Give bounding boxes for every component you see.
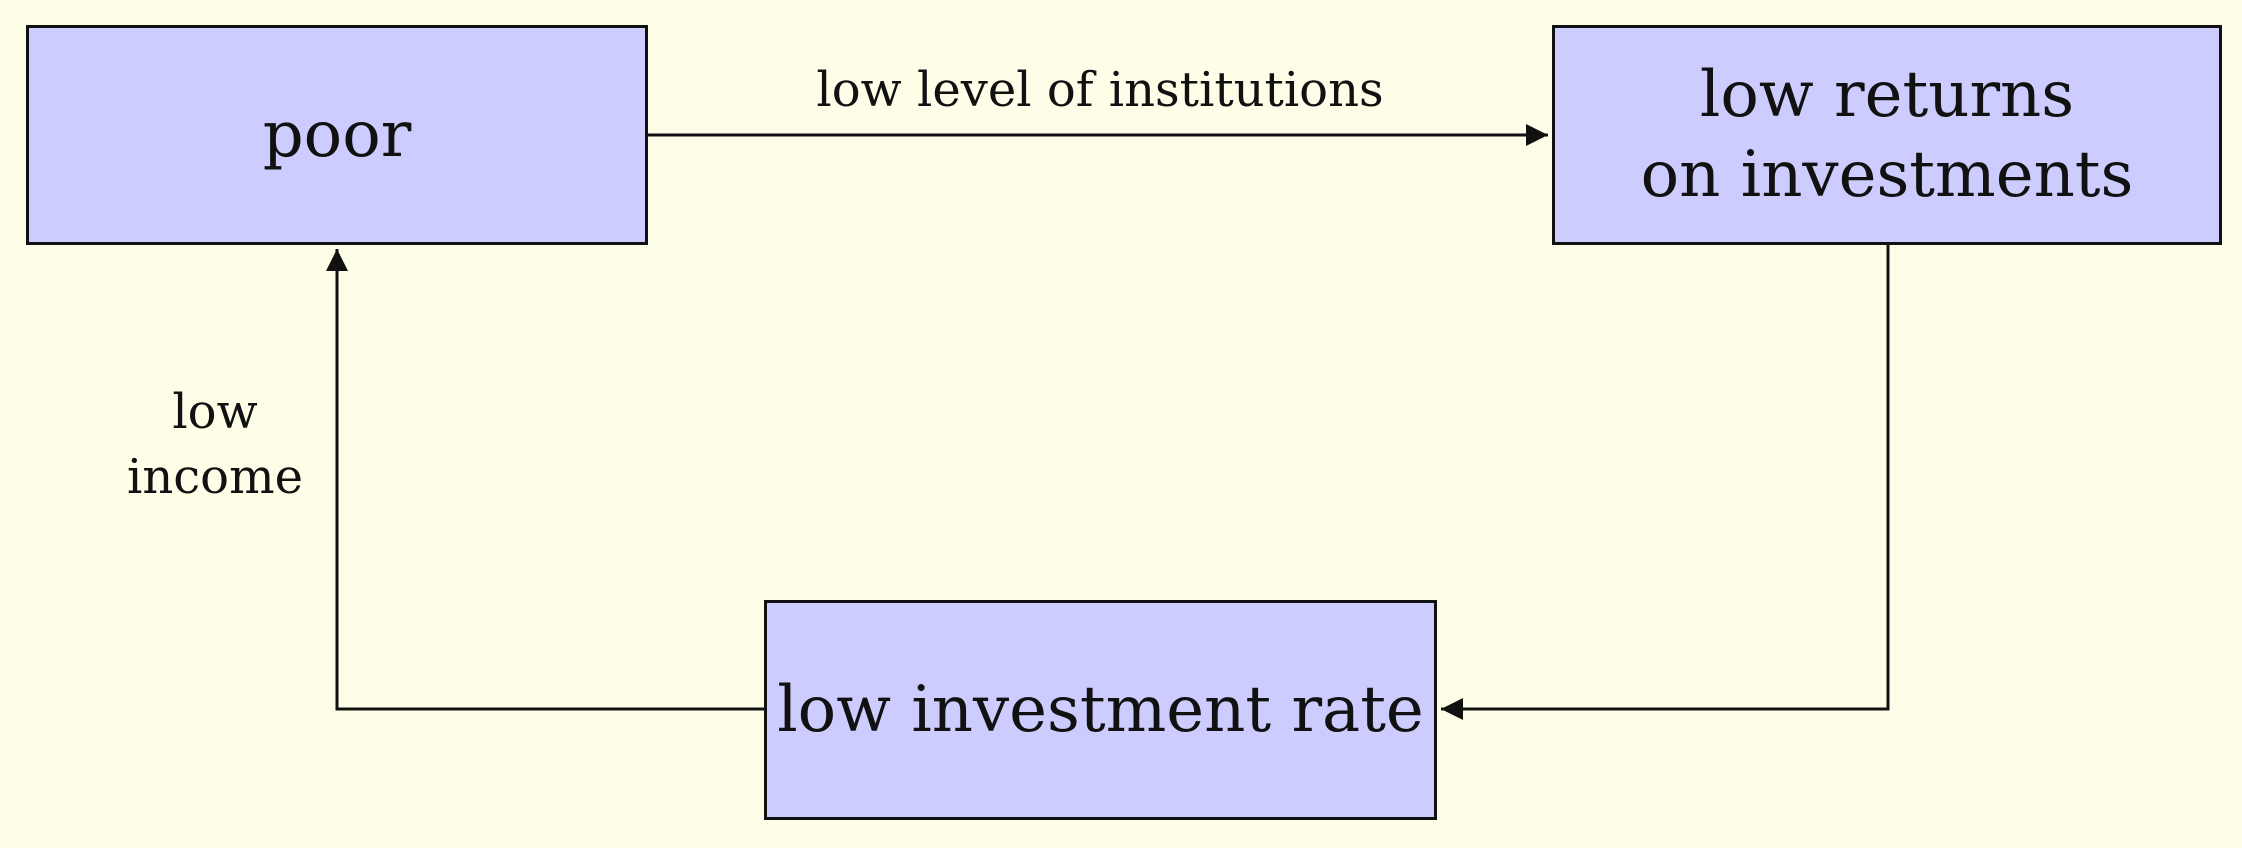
node-low-returns: low returns on investments <box>1552 25 2222 245</box>
node-low-investment-rate-label: low investment rate <box>777 673 1424 747</box>
edge-label-income: low income <box>110 380 320 510</box>
arrow-returns-to-investment-rate <box>1441 245 1890 720</box>
node-poor-label: poor <box>262 98 412 172</box>
edge-label-institutions: low level of institutions <box>816 62 1384 118</box>
node-poor: poor <box>26 25 648 245</box>
edge-label-income-line1: low <box>172 384 258 440</box>
arrow-investment-rate-to-poor <box>326 249 764 711</box>
node-low-investment-rate: low investment rate <box>764 600 1437 820</box>
edge-label-income-line2: income <box>127 448 303 505</box>
node-low-returns-line1: low returns <box>1699 58 2075 132</box>
node-low-returns-line2: on investments <box>1640 138 2134 212</box>
